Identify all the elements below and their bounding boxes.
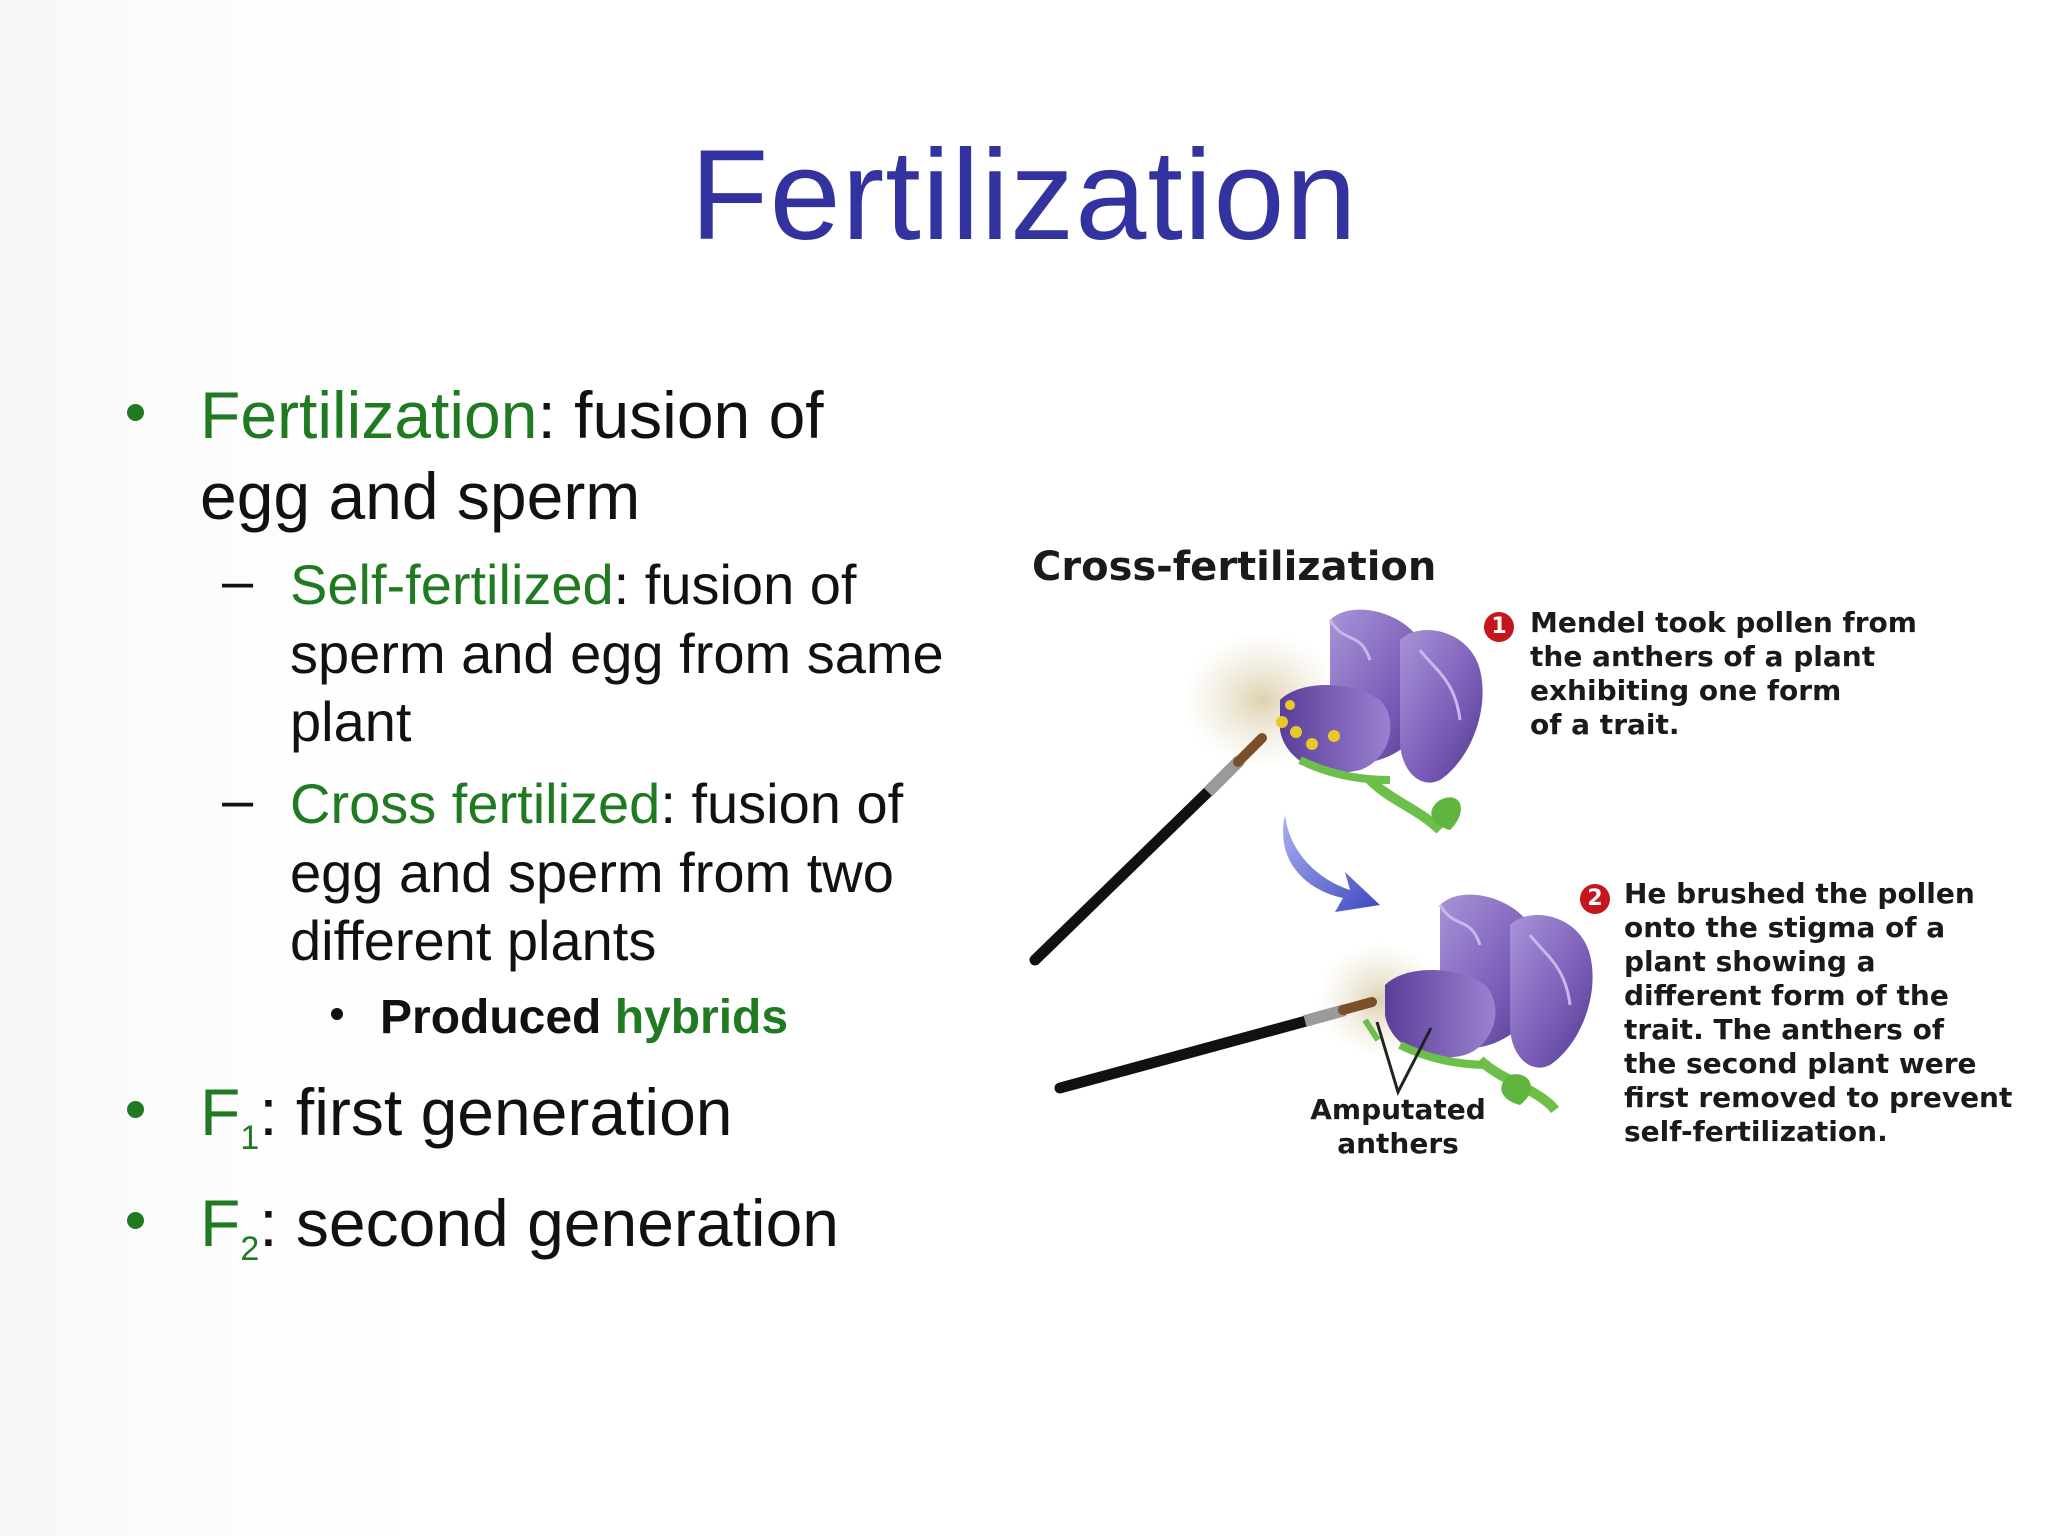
slide-title: Fertilization xyxy=(690,124,1358,267)
bullet-text: : fusion of xyxy=(537,378,824,452)
flower-bottom xyxy=(1318,894,1593,1114)
flower-keel xyxy=(1280,685,1391,773)
bullet-text-line2: egg and sperm xyxy=(200,459,641,533)
bullet-f1: F1: first generation xyxy=(200,1072,733,1178)
brush-handle xyxy=(1029,779,1221,966)
subbullet-self-fertilized: Self-fertilized: fusion of xyxy=(290,551,856,619)
anther xyxy=(1290,726,1302,738)
step-2-text: He brushed the pollen onto the stigma of… xyxy=(1624,877,2013,1148)
f2-text: : second generation xyxy=(259,1186,840,1260)
brush-handle xyxy=(1054,1014,1316,1094)
figure-title: Cross-fertilization xyxy=(1032,544,1437,590)
flower-top xyxy=(1182,609,1483,834)
bullet-dot-small xyxy=(331,1008,343,1020)
subbullet-text: : fusion of xyxy=(613,553,857,616)
term-self-fertilized: Self-fertilized xyxy=(290,553,614,616)
paintbrush-top xyxy=(1029,733,1267,966)
pointer-lines xyxy=(1375,1021,1433,1096)
subbullet-text-line2: sperm and egg from same xyxy=(290,622,944,685)
leaf xyxy=(1501,1074,1531,1105)
subbullet-text-line3: plant xyxy=(290,690,412,753)
step-1-text: Mendel took pollen from the anthers of a… xyxy=(1530,606,1917,741)
produced-text: Produced xyxy=(380,991,615,1044)
subsubbullet-hybrids: Produced hybrids xyxy=(380,990,788,1045)
dash-marker: – xyxy=(222,549,254,612)
f-subscript: 2 xyxy=(240,1230,260,1268)
flower-stem xyxy=(1366,776,1444,834)
step-2-badge: 2 xyxy=(1580,884,1610,914)
flower-keel xyxy=(1385,970,1496,1058)
term-hybrids: hybrids xyxy=(614,991,789,1044)
brush-ferrule xyxy=(1303,1004,1347,1027)
subbullet-text: : fusion of xyxy=(660,772,904,835)
step-1-badge: 1 xyxy=(1484,612,1514,642)
dash-marker: – xyxy=(222,768,254,831)
anther xyxy=(1285,700,1295,710)
subbullet-cross-fertilized: Cross fertilized: fusion of xyxy=(290,770,903,838)
bullet-f2: F2: second generation xyxy=(200,1183,839,1289)
paintbrush-bottom xyxy=(1054,997,1377,1094)
brush-tip xyxy=(1338,997,1377,1015)
subbullet-text-line3: different plants xyxy=(290,909,657,972)
term-cross-fertilized: Cross fertilized xyxy=(290,772,661,835)
anther xyxy=(1306,738,1318,750)
bullet-dot xyxy=(127,1212,144,1229)
amputated-anthers-label: Amputated anthers xyxy=(1310,1093,1486,1160)
bullet-dot xyxy=(127,1101,144,1118)
f-label: F xyxy=(200,1186,241,1260)
f-subscript: 1 xyxy=(240,1119,260,1157)
brush-tip xyxy=(1233,733,1267,767)
bullet-dot xyxy=(127,404,144,421)
flower-petal xyxy=(1400,630,1483,783)
bullet-fertilization: Fertilization: fusion of xyxy=(200,375,824,455)
f-label: F xyxy=(200,1075,241,1149)
term-fertilization: Fertilization xyxy=(200,378,538,452)
anther xyxy=(1328,730,1340,742)
subbullet-text-line2: egg and sperm from two xyxy=(290,841,894,904)
leaf xyxy=(1431,797,1461,830)
flower-petal xyxy=(1510,915,1593,1068)
arrow-icon xyxy=(1283,815,1380,912)
f1-text: : first generation xyxy=(259,1075,733,1149)
anther xyxy=(1276,716,1288,728)
